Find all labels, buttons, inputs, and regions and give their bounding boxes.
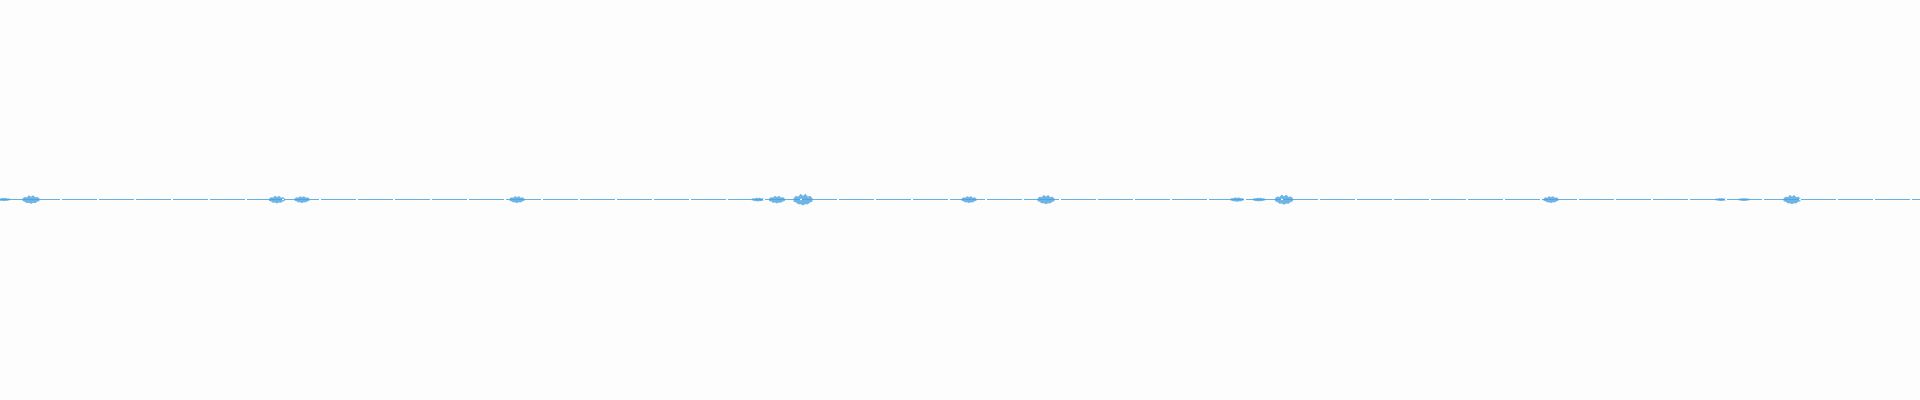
waveform-burst — [1783, 194, 1801, 205]
waveform-burst — [961, 196, 977, 204]
waveform-burst — [793, 193, 813, 206]
waveform-burst — [1230, 197, 1244, 202]
waveform-bursts — [0, 193, 1912, 206]
waveform-burst — [1738, 198, 1750, 202]
waveform-burst — [1275, 194, 1293, 205]
waveform-burst — [769, 195, 785, 204]
waveform-burst — [1252, 197, 1266, 202]
waveform-burst — [751, 197, 765, 202]
waveform-burst — [1543, 196, 1559, 204]
waveform-burst — [0, 197, 11, 202]
waveform-burst — [1715, 198, 1727, 202]
waveform-burst — [22, 195, 40, 204]
waveform-burst — [1037, 194, 1055, 205]
waveform-burst — [509, 196, 525, 204]
waveform-burst — [294, 196, 310, 204]
waveform-burst — [269, 195, 285, 204]
